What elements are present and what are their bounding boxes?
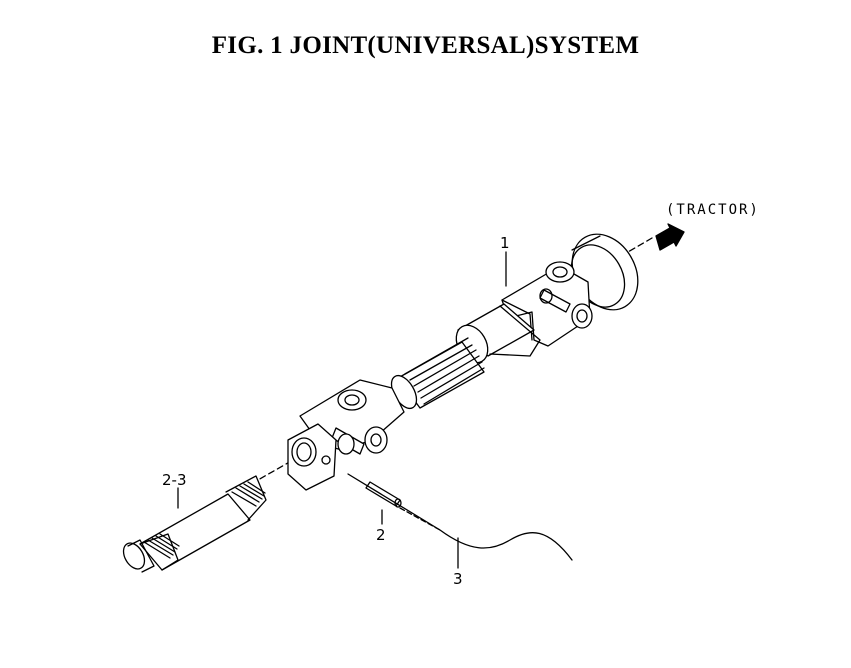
callout-1: 1 [500, 234, 510, 252]
figure-title: FIG. 1 JOINT(UNIVERSAL)SYSTEM [211, 32, 640, 59]
upper-universal-joint [501, 261, 593, 347]
splined-shaft [390, 337, 485, 410]
tractor-direction-label: (TRACTOR) [666, 202, 760, 218]
pin-leader-dashed [399, 507, 441, 531]
callout-2: 2 [376, 526, 386, 544]
tractor-arrow-icon [655, 223, 685, 251]
callout-3: 3 [453, 570, 463, 588]
axis-centerline [627, 237, 653, 253]
spline-adapter-shaft [122, 475, 267, 573]
callout-2-3: 2-3 [162, 471, 187, 489]
lower-universal-joint [287, 379, 405, 491]
axis-centerline-lower [257, 455, 301, 481]
